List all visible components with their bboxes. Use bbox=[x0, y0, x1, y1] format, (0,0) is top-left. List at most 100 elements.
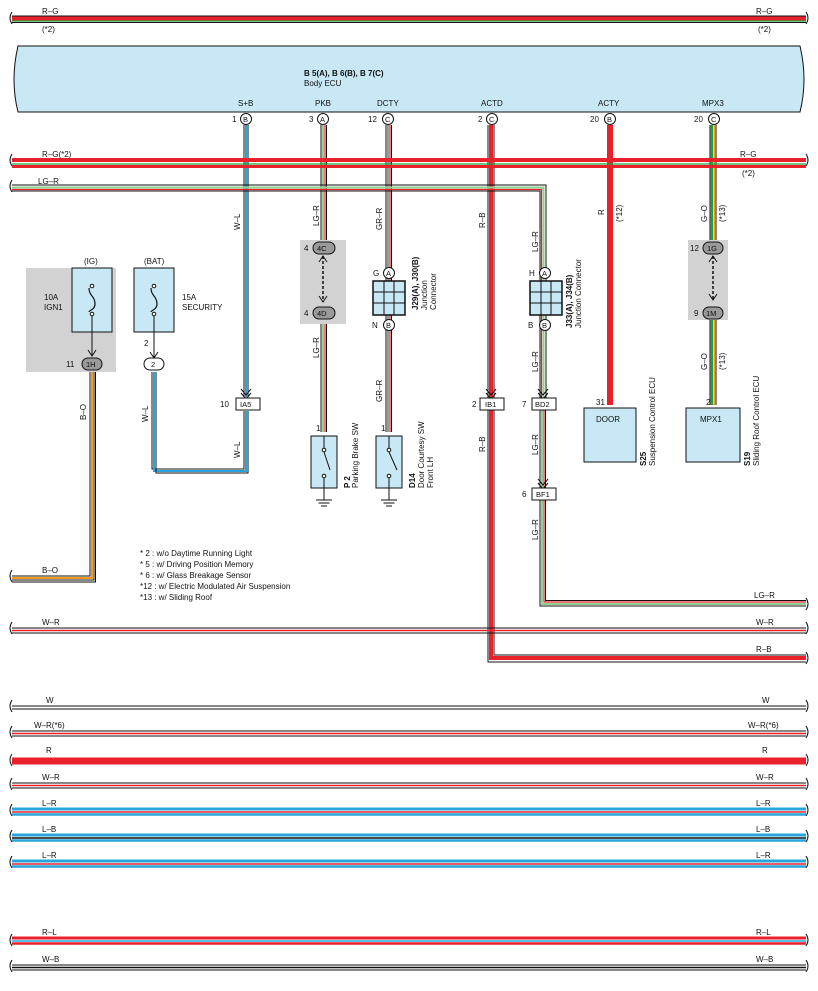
note-6: * 6 : w/ Glass Breakage Sensor bbox=[140, 571, 252, 580]
bat-name: SECURITY bbox=[182, 303, 223, 312]
terminal-num: 12 bbox=[368, 115, 377, 124]
terminal-pin: C bbox=[385, 115, 391, 124]
bd2-num: 7 bbox=[522, 400, 527, 409]
bat-header: (BAT) bbox=[144, 257, 165, 266]
r-note: (*12) bbox=[615, 204, 624, 222]
d14-pin: 1 bbox=[381, 424, 386, 433]
wl-label-left: W–L bbox=[141, 405, 150, 422]
wire-lgr-lower: LG–R bbox=[539, 410, 806, 607]
junction-j33-j34: A H B B J33(A), J34(B) Junction Connecto… bbox=[528, 231, 583, 540]
j33-pin-bot: B bbox=[528, 321, 533, 330]
bus-label-left: L–B bbox=[42, 825, 56, 834]
j29-pin-bot: N bbox=[372, 321, 378, 330]
bottom-bus-lb: L–B L–B bbox=[9, 825, 809, 843]
note-5: * 5 : w/ Driving Position Memory bbox=[140, 560, 253, 569]
wire-acty-r: R (*12) bbox=[597, 125, 624, 405]
j29-letter-bot: B bbox=[386, 321, 391, 330]
suspension-control-ecu: 31 DOOR S25 Suspension Control ECU bbox=[583, 377, 657, 466]
j29-title: J29(A), J30(B) bbox=[411, 256, 420, 310]
bus2-right-label: R–G bbox=[740, 150, 756, 159]
d14-name1: Door Courtesy SW bbox=[417, 421, 426, 488]
lgr-label-j33-upper: LG–R bbox=[531, 231, 540, 252]
terminal-num: 2 bbox=[478, 115, 483, 124]
connector-ia5: IA5 10 bbox=[220, 388, 261, 411]
ib1-num: 2 bbox=[472, 400, 477, 409]
bus-label-right: W–R bbox=[756, 773, 774, 782]
lgr-label-j33-bottom: LG–R bbox=[531, 519, 540, 540]
s19-name: Sliding Roof Control ECU bbox=[752, 376, 761, 466]
s19-label: MPX1 bbox=[700, 415, 722, 424]
go-label-upper: G–O bbox=[700, 205, 709, 222]
p2-code: P 2 bbox=[343, 476, 352, 488]
go-label-lower: G–O bbox=[700, 353, 709, 370]
p2-pin: 1 bbox=[316, 424, 321, 433]
j33-letter-bot: B bbox=[542, 321, 547, 330]
j33-name: Junction Connector bbox=[574, 259, 583, 328]
lgr-label-j33-lower: LG–R bbox=[531, 434, 540, 455]
rb-right-label: R–B bbox=[756, 645, 772, 654]
door-courtesy-switch: 1 D14 Door Courtesy SW Front LH bbox=[375, 421, 435, 507]
bottom-bus-r: R R bbox=[9, 746, 809, 767]
go-note-upper: (*13) bbox=[718, 204, 727, 222]
s25-code: S25 bbox=[639, 451, 648, 466]
wire-actd-rb: R–B R–B bbox=[478, 125, 806, 663]
c4d-pin: 4D bbox=[317, 309, 327, 318]
ign-name: IGN1 bbox=[44, 303, 63, 312]
grr-label-upper: GR–R bbox=[375, 208, 384, 230]
bus-label-right: L–B bbox=[756, 825, 770, 834]
connector-1g-1m: 1G 12 1M 9 bbox=[688, 240, 728, 320]
p2-name: Parking Brake SW bbox=[351, 422, 360, 488]
lgr-label-pkb-upper: LG–R bbox=[312, 205, 321, 226]
parking-brake-switch: 1 P 2 Parking Brake SW bbox=[310, 422, 360, 507]
c1m-pin: 1M bbox=[706, 309, 716, 318]
j33-pin-top: H bbox=[529, 269, 535, 278]
j29-name1: Junction bbox=[420, 280, 429, 310]
bus-wr-mid: W–R W–R bbox=[9, 618, 809, 635]
bo-label-vertical: B–O bbox=[79, 404, 88, 420]
bo-label-horizontal: B–O bbox=[42, 566, 58, 575]
terminal-pin: B bbox=[607, 115, 612, 124]
bus-label-left: R–L bbox=[42, 928, 57, 937]
s25-pin: 31 bbox=[596, 398, 605, 407]
top-bus-left-label: R–G bbox=[42, 7, 58, 16]
c1g-pin: 1G bbox=[707, 244, 717, 253]
wire-wl: W–L W–L W–L bbox=[141, 125, 249, 474]
terminal-pin: C bbox=[711, 115, 717, 124]
top-bus-left-note: (*2) bbox=[42, 25, 55, 34]
ecu-terminal-mpx3: MPX3 20 C bbox=[694, 99, 724, 125]
note-2: * 2 : w/o Daytime Running Light bbox=[140, 549, 253, 558]
body-ecu: B 5(A), B 6(B), B 7(C) Body ECU S+B 1 B … bbox=[13, 45, 805, 125]
c1m-num: 9 bbox=[694, 309, 699, 318]
ecu-terminal-acty: ACTY 20 B bbox=[590, 99, 620, 125]
top-bus-right-note: (*2) bbox=[758, 25, 771, 34]
bat-amp: 15A bbox=[182, 293, 197, 302]
bus-label-right: W–B bbox=[756, 955, 773, 964]
ib1-pin: IB1 bbox=[485, 400, 496, 409]
c4c-pin: 4C bbox=[317, 244, 327, 253]
bus-label-right: R bbox=[762, 746, 768, 755]
bus-label-left: L–R bbox=[42, 851, 57, 860]
wire-bo: B–O B–O bbox=[12, 372, 96, 583]
bottom-bus-wr: W–R W–R bbox=[9, 773, 809, 791]
ecu-terminal-sb: S+B 1 B bbox=[232, 99, 253, 125]
right-lgr-label: LG–R bbox=[754, 591, 775, 600]
ecu-connectors: B 5(A), B 6(B), B 7(C) bbox=[304, 69, 384, 78]
ign-header: (IG) bbox=[84, 257, 98, 266]
bus-label-right: L–R bbox=[756, 851, 771, 860]
j29-pin-top: G bbox=[373, 269, 379, 278]
wr-mid-right: W–R bbox=[756, 618, 774, 627]
terminal-signal: S+B bbox=[238, 99, 253, 108]
ign-pin: 1H bbox=[86, 360, 96, 369]
terminal-signal: MPX3 bbox=[702, 99, 724, 108]
bf1-pin: BF1 bbox=[536, 490, 550, 499]
s19-code: S19 bbox=[743, 451, 752, 466]
bottom-bus-lr-2: L–R L–R bbox=[9, 851, 809, 869]
connector-4c-4d: 4C 4 4D 4 LG–R LG–R bbox=[300, 205, 346, 358]
terminal-num: 20 bbox=[694, 115, 703, 124]
final-bus-wb: W–B W–B bbox=[9, 955, 809, 973]
bus-label-left: W–R(*6) bbox=[34, 721, 65, 730]
j29-name2: Connector bbox=[429, 273, 438, 310]
ign-pin-num: 11 bbox=[66, 360, 75, 369]
rb-label-upper: R–B bbox=[478, 212, 487, 228]
bus-label-left: W–B bbox=[42, 955, 59, 964]
